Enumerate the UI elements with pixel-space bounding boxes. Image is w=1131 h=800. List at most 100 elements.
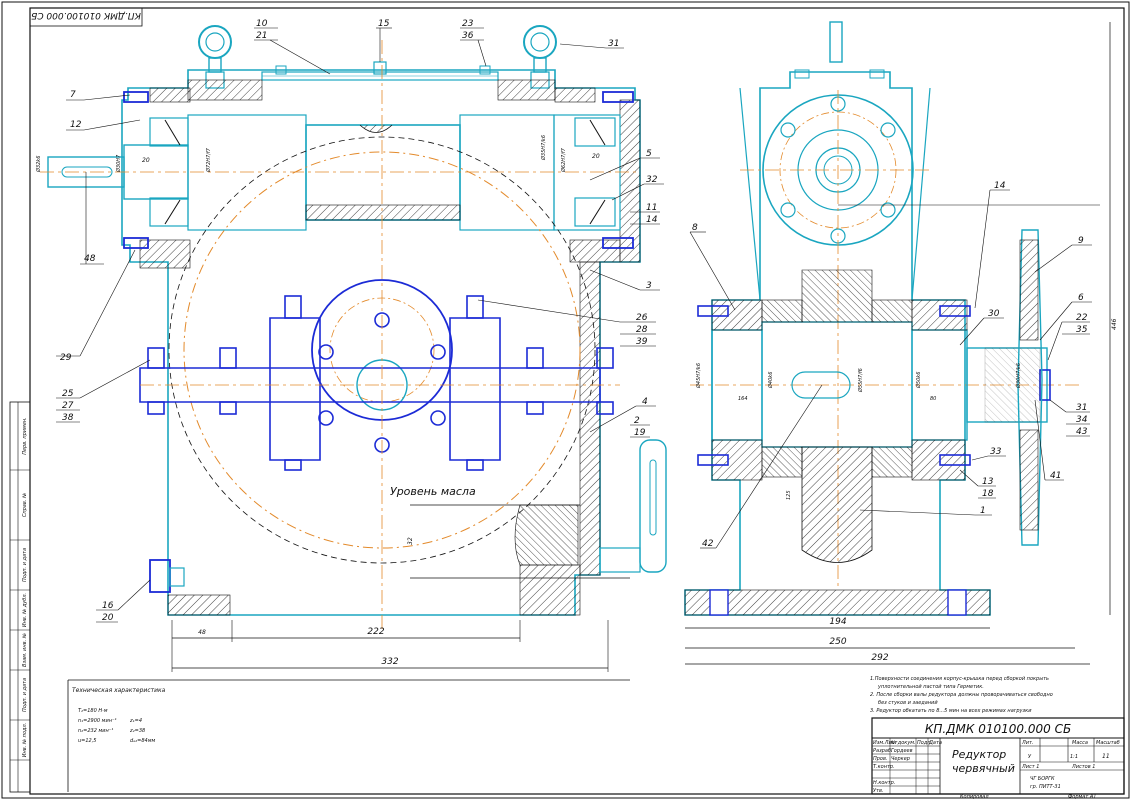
stamp-copied: Копировал xyxy=(960,794,989,800)
callout-29: 29 xyxy=(60,353,72,363)
dim-d30b: Ø30H7/k6 xyxy=(1015,363,1022,389)
callout-33: 33 xyxy=(990,447,1002,457)
dim-250: 250 xyxy=(829,637,846,647)
callout-3: 3 xyxy=(646,281,652,291)
stamp-role-4: Утв. xyxy=(873,788,884,794)
callout-4: 4 xyxy=(642,397,648,407)
stamp-role-1: Пров. xyxy=(873,756,888,762)
stamp-role-2: Т.контр. xyxy=(873,764,895,770)
note-3: без стуков и заеданий xyxy=(878,700,938,706)
dim-48: 48 xyxy=(198,629,206,636)
stamp-title-2: червячный xyxy=(952,762,1015,775)
dim-222: 222 xyxy=(367,627,384,637)
stamp-format: Формат А1 xyxy=(1068,794,1096,800)
callout-2: 2 xyxy=(634,416,640,426)
callout-42: 42 xyxy=(702,539,714,549)
drain-plug xyxy=(149,559,171,593)
stamp-title-1: Редуктор xyxy=(952,748,1006,761)
dim-d32: Ø32k6 xyxy=(35,156,42,173)
dim-d72: Ø72H7/f7 xyxy=(205,147,212,173)
callout-28: 28 xyxy=(636,325,648,335)
callout-20: 20 xyxy=(102,613,114,623)
stamp-name-0: Гордеев xyxy=(891,748,913,754)
stamp-role-0: Разраб. xyxy=(873,748,893,754)
callout-15: 15 xyxy=(378,19,390,29)
worm-shaft xyxy=(47,114,621,231)
callout-13: 13 xyxy=(982,477,994,487)
callout-25: 25 xyxy=(62,389,74,399)
stamp-row-3: Дата xyxy=(928,740,942,746)
side-stamp-4: Взам. инв. № xyxy=(22,633,28,667)
stamp-code: КП.ДМК 010100.000 СБ xyxy=(925,722,1071,736)
callout-23: 23 xyxy=(462,19,474,29)
stamp-row-2: Подп. xyxy=(917,740,932,746)
dim-d35: Ø35H7/k6 xyxy=(540,135,547,161)
callout-31-top: 31 xyxy=(608,39,619,49)
callout-32: 32 xyxy=(646,175,658,185)
callout-27: 27 xyxy=(62,401,74,411)
lifting-eye-left xyxy=(198,25,232,89)
front-view: Уровень масла 48 222 3 32 20 20 Ø32k6 Ø30… xyxy=(35,19,667,672)
side-stamp-2: Подп. и дата xyxy=(22,548,28,582)
stamp-lit-header: Лит. xyxy=(1021,740,1034,746)
callout-21: 21 xyxy=(256,31,267,41)
stamp-scale: 1:1 xyxy=(1070,754,1078,760)
side-stamp-5: Подп. и дата xyxy=(22,678,28,712)
stamp-mass-header: Масса xyxy=(1072,740,1088,746)
tech-line-4: z₁=4 xyxy=(129,718,142,724)
dim-125: 125 xyxy=(786,490,792,500)
callout-16: 16 xyxy=(102,601,114,611)
callout-22: 22 xyxy=(1076,313,1088,323)
side-view: 194 250 292 446 Ø45H7/k6 Ø40k6 Ø55H7/f6 … xyxy=(684,21,1118,665)
callout-31-right: 31 xyxy=(1076,403,1087,413)
tech-heading: Техническая характеристика xyxy=(72,687,166,694)
stamp-scale-header: Масштаб xyxy=(1096,740,1120,746)
stamp-org-2: гр. ПИТТ-31 xyxy=(1030,784,1061,790)
top-code-text: КП.ДМК 010100.000 СБ xyxy=(31,10,141,20)
dim-20a: 20 xyxy=(142,157,150,164)
dim-d55: Ø55H7/f6 xyxy=(857,368,864,393)
sprocket xyxy=(1017,229,1043,546)
tech-line-3: u=12,5 xyxy=(78,738,97,744)
side-stamp: Перв. примен. Справ. № Подп. и дата Инв.… xyxy=(9,401,31,793)
callout-36: 36 xyxy=(462,31,474,41)
callout-1: 1 xyxy=(980,506,986,516)
stamp-role-3: Н.контр. xyxy=(873,780,895,786)
dim-d62: Ø62H7/f7 xyxy=(560,147,567,173)
notes-block: 1.Поверхности соединения корпус-крышка п… xyxy=(870,676,1053,714)
callout-7: 7 xyxy=(70,90,76,100)
lifting-eye-right xyxy=(523,25,557,89)
dim-32: 32 xyxy=(407,537,414,545)
note-0: 1.Поверхности соединения корпус-крышка п… xyxy=(870,676,1049,682)
title-block: КП.ДМК 010100.000 СБ Редуктор червячный … xyxy=(871,717,1125,800)
callout-39: 39 xyxy=(636,337,648,347)
callout-30: 30 xyxy=(988,309,1000,319)
callout-43: 43 xyxy=(1076,427,1088,437)
dim-d30: Ø30H7 xyxy=(115,154,122,173)
callout-48: 48 xyxy=(84,254,96,264)
stamp-mass: 11 xyxy=(1102,753,1110,760)
dim-80: 80 xyxy=(930,396,936,402)
callout-11: 11 xyxy=(646,203,657,213)
callouts-left: 7 12 48 29 25 27 38 16 20 xyxy=(56,90,151,623)
oil-level-label: Уровень масла xyxy=(390,485,476,498)
dim-164: 164 xyxy=(738,396,748,402)
rim-bolts xyxy=(147,295,614,471)
callout-41: 41 xyxy=(1050,471,1061,481)
stamp-row-0: Изм.Лист xyxy=(873,740,899,746)
note-1: уплотнительной пастой типа Герметик. xyxy=(877,684,984,690)
callout-26: 26 xyxy=(636,313,648,323)
oil-dipstick xyxy=(639,439,667,573)
tech-line-1: n₁=2900 мин⁻¹ xyxy=(78,718,117,724)
callout-18: 18 xyxy=(982,489,994,499)
worm-wheel-pitch xyxy=(183,151,581,549)
side-stamp-1: Справ. № xyxy=(22,493,28,517)
callout-34: 34 xyxy=(1076,415,1088,425)
callout-6: 6 xyxy=(1078,293,1084,303)
stamp-row-1: № докум. xyxy=(890,740,916,746)
stamp-sheets: Листов 1 xyxy=(1071,764,1095,770)
stamp-name-1: Черкер xyxy=(891,756,910,762)
callout-14-mid: 14 xyxy=(646,215,658,225)
callout-9: 9 xyxy=(1078,236,1084,246)
